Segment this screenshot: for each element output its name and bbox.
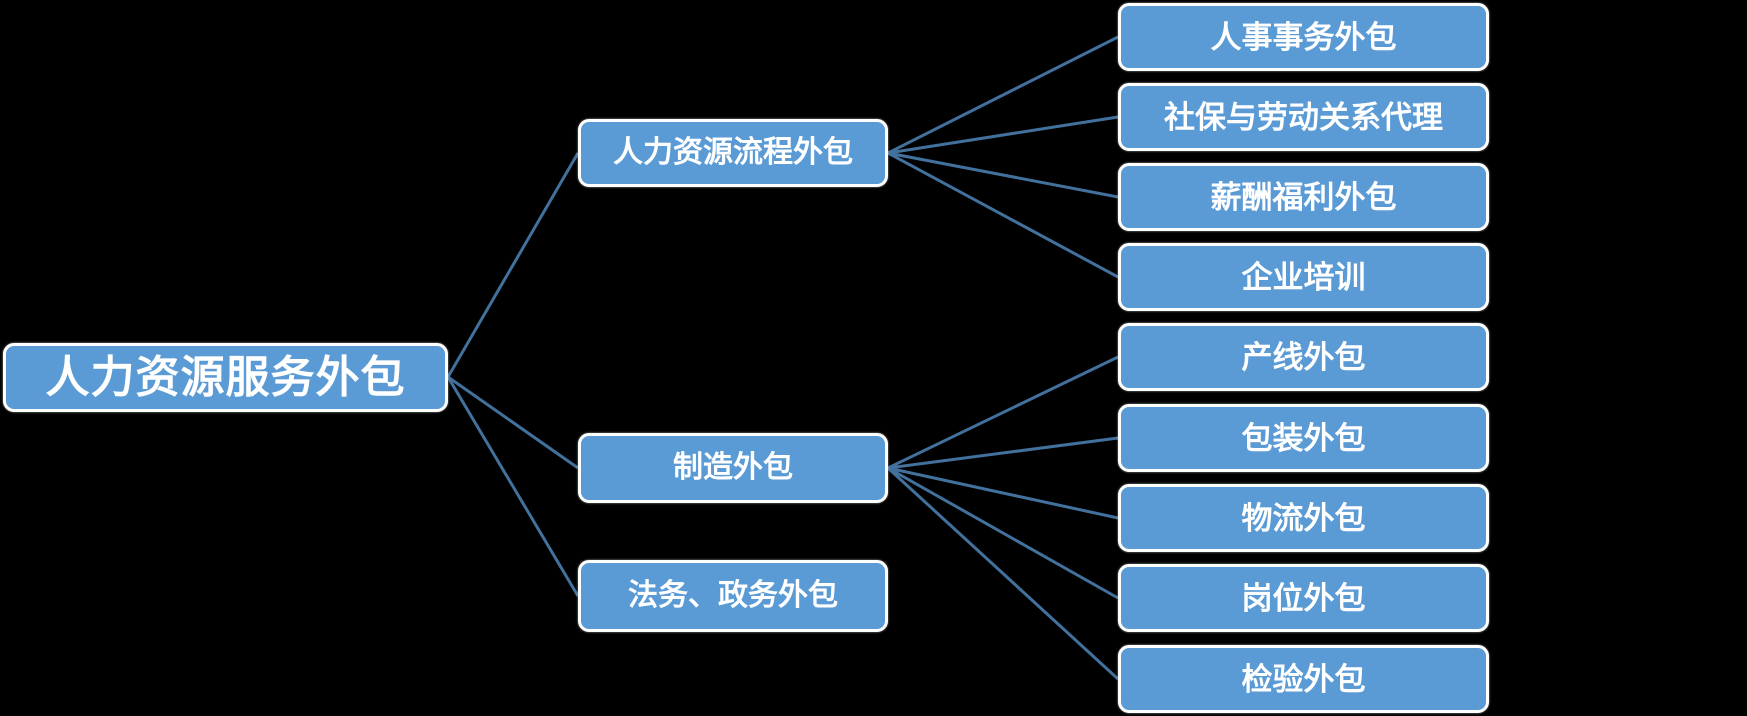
leaf-node-label: 薪酬福利外包 bbox=[1210, 179, 1397, 215]
leaf-node-position-outsourcing: 岗位外包 bbox=[1118, 564, 1489, 632]
connector-line bbox=[887, 35, 1119, 155]
connector-line bbox=[887, 115, 1119, 155]
leaf-node-label: 人事事务外包 bbox=[1210, 19, 1397, 55]
leaf-node-corporate-training: 企业培训 bbox=[1118, 243, 1489, 311]
root-node-label: 人力资源服务外包 bbox=[45, 352, 406, 402]
leaf-node-inspection-outsourcing: 检验外包 bbox=[1118, 645, 1489, 713]
leaf-node-label: 包装外包 bbox=[1241, 420, 1366, 456]
leaf-node-label: 检验外包 bbox=[1241, 661, 1366, 697]
connector-line bbox=[887, 466, 1119, 600]
root-node-hr-service-outsourcing: 人力资源服务外包 bbox=[3, 343, 448, 412]
leaf-node-payroll-benefits-outsourcing: 薪酬福利外包 bbox=[1118, 163, 1489, 231]
leaf-node-production-line-outsourcing: 产线外包 bbox=[1118, 323, 1489, 391]
connector-line bbox=[887, 151, 1119, 199]
leaf-node-social-insurance-labor-relations-agency: 社保与劳动关系代理 bbox=[1118, 83, 1489, 151]
branch-node-label: 人力资源流程外包 bbox=[613, 136, 853, 169]
connector-line bbox=[887, 466, 1119, 520]
leaf-node-label: 物流外包 bbox=[1241, 500, 1366, 536]
leaf-node-personnel-affairs-outsourcing: 人事事务外包 bbox=[1118, 3, 1489, 71]
connector-line bbox=[887, 151, 1119, 279]
branch-node-label: 制造外包 bbox=[673, 451, 793, 484]
connector-line bbox=[887, 355, 1119, 470]
connector-line bbox=[886, 466, 1120, 681]
leaf-node-logistics-outsourcing: 物流外包 bbox=[1118, 484, 1489, 552]
leaf-node-label: 产线外包 bbox=[1241, 339, 1366, 375]
branch-node-label: 法务、政务外包 bbox=[628, 579, 838, 612]
leaf-node-label: 社保与劳动关系代理 bbox=[1164, 99, 1443, 135]
leaf-node-label: 岗位外包 bbox=[1241, 580, 1366, 616]
branch-node-legal-government-outsourcing: 法务、政务外包 bbox=[578, 560, 888, 632]
leaf-node-label: 企业培训 bbox=[1241, 259, 1366, 295]
connector-line bbox=[446, 376, 580, 597]
branch-node-hr-process-outsourcing: 人力资源流程外包 bbox=[578, 119, 888, 187]
connector-line bbox=[446, 152, 580, 378]
branch-node-manufacturing-outsourcing: 制造外包 bbox=[578, 433, 888, 503]
connector-line bbox=[887, 436, 1119, 470]
connector-line bbox=[447, 375, 579, 470]
leaf-node-packaging-outsourcing: 包装外包 bbox=[1118, 404, 1489, 472]
